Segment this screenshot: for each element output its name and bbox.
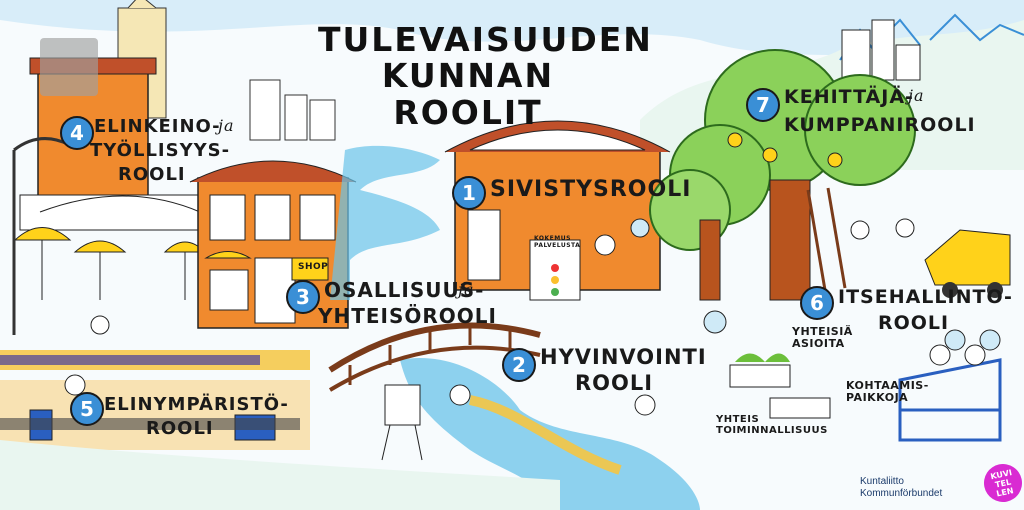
role-4-number: 4 [60,116,94,150]
role-4-label-line-3: ROOLI [118,164,186,185]
note-yhteisia-asioita: YHTEISIÄ ASIOITA [792,325,853,351]
kuntaliitto-logo: Kuntaliitto Kommunförbundet [860,476,942,499]
shop-sign: SHOP [298,262,329,272]
role-5-label-line-1: ELINYMPÄRISTÖ- [104,394,289,415]
role-2-number: 2 [502,348,536,382]
close-overlay-icon[interactable] [40,38,98,96]
title-line-1: TULEVAISUUDEN [318,20,653,59]
role-6-label-line-1: ITSEHALLINTO- [838,286,1013,308]
role-1-label: SIVISTYSROOLI [490,177,692,202]
note-kohtaamispaikkoja: KOHTAAMIS- PAIKKOJA [846,379,929,405]
role-7-label-line-1: KEHITTÄJÄ- [784,86,914,108]
role-3-label-line-2: YHTEISÖROOLI [318,304,497,328]
badge-text: KUVI TEL LEN [989,468,1015,499]
role-3-label-line-1: OSALLISUUS- [324,278,485,302]
role-3-number: 3 [286,280,320,314]
note-yhteistoiminnallisuus: YHTEIS TOIMINNALLISUUS [716,414,828,436]
role-4-label-line-2: TYÖLLISYYS- [90,140,231,161]
title-line-2: KUNNAN ROOLIT [381,56,555,132]
role-5-number: 5 [70,392,104,426]
role-4-connector: ja [218,116,235,135]
role-5-label-line-2: ROOLI [146,418,214,439]
role-6-label-line-2: ROOLI [878,312,950,334]
role-2-label-line-1: HYVINVOINTI [540,345,707,369]
logo-line-1: Kuntaliitto [860,476,904,487]
role-2-label-line-2: ROOLI [575,371,654,395]
kokemus-sign: KOKEMUS PALVELUSTA [534,235,581,249]
role-7-label-line-2: KUMPPANIROOLI [784,114,976,136]
role-7-number: 7 [746,88,780,122]
logo-line-2: Kommunförbundet [860,487,943,499]
page-title: TULEVAISUUDEN KUNNAN ROOLIT [318,20,653,132]
role-1-number: 1 [452,176,486,210]
role-4-label-line-1: ELINKEINO- [94,116,221,137]
role-6-number: 6 [800,286,834,320]
role-3-connector: ja [458,280,475,299]
role-7-connector: ja [908,86,925,105]
